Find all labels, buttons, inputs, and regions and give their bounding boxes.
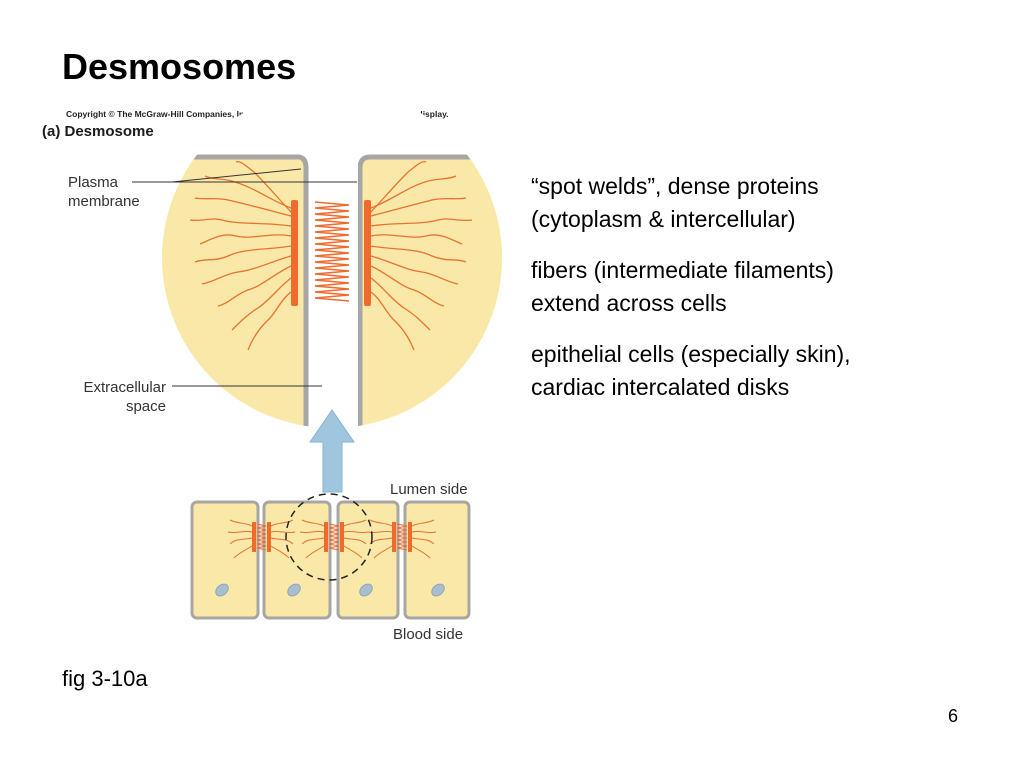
left-cell-cytoplasm xyxy=(162,157,306,428)
cell-4 xyxy=(403,500,471,620)
cell-1 xyxy=(190,500,260,620)
bullet-line: “spot welds”, dense proteins xyxy=(531,173,819,199)
label-line: Extracellular xyxy=(83,379,166,396)
right-plasma-membrane xyxy=(357,154,502,428)
figure-caption: fig 3-10a xyxy=(62,666,148,691)
label-line: space xyxy=(125,398,166,415)
plasma-membrane-label: Plasma membrane xyxy=(68,173,140,211)
lumen-side-label: Lumen side xyxy=(390,481,468,498)
bullet-item: fibers (intermediate filaments) extend a… xyxy=(531,254,951,320)
magnified-view xyxy=(162,88,502,428)
figure-heading: (a) Desmosome xyxy=(42,123,154,140)
label-line: Plasma xyxy=(68,174,119,191)
cell-3 xyxy=(336,500,400,620)
bullet-item: “spot welds”, dense proteins (cytoplasm … xyxy=(531,170,951,236)
nucleus xyxy=(287,583,301,597)
nucleus xyxy=(359,583,373,597)
mini-desmosome xyxy=(299,519,369,559)
bullet-line: extend across cells xyxy=(531,290,727,316)
bullet-line: fibers (intermediate filaments) xyxy=(531,257,834,283)
magnify-arrow xyxy=(309,409,355,493)
label-line: membrane xyxy=(68,193,140,210)
intercellular-proteins xyxy=(314,201,350,302)
left-plaque xyxy=(291,200,298,306)
epithelial-cells xyxy=(190,493,471,620)
page-number: 6 xyxy=(948,706,959,726)
bullet-item: epithelial cells (especially skin), card… xyxy=(531,338,951,404)
nucleus xyxy=(431,583,445,597)
right-intermediate-filaments xyxy=(370,160,473,351)
bullet-line: epithelial cells (especially skin), xyxy=(531,341,851,367)
mini-desmosome xyxy=(367,519,437,559)
nucleus xyxy=(215,583,229,597)
extracellular-space-label: Extracellular space xyxy=(68,378,166,416)
left-plasma-membrane xyxy=(162,154,309,428)
cell-2 xyxy=(262,500,332,620)
right-plaque xyxy=(364,200,371,306)
bullet-line: (cytoplasm & intercellular) xyxy=(531,206,796,232)
mini-desmosome xyxy=(227,519,296,559)
blood-side-label: Blood side xyxy=(393,626,464,643)
label-leader-lines xyxy=(132,168,357,387)
bullet-line: cardiac intercalated disks xyxy=(531,374,790,400)
bullet-list: “spot welds”, dense proteins (cytoplasm … xyxy=(531,170,951,422)
zoom-region-circle xyxy=(285,493,373,581)
slide-title: Desmosomes xyxy=(62,46,297,87)
